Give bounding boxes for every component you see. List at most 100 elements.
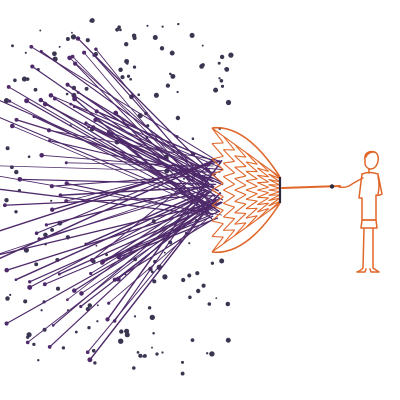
net-mesh-strand [222,149,236,162]
data-dot [217,61,221,65]
person-leg-left [356,227,367,273]
data-dot [155,352,159,356]
data-dot [177,22,180,26]
data-stream-endpoint [82,50,87,55]
data-dot [117,25,121,29]
data-dot [4,198,9,203]
net-mesh-strand [211,155,224,160]
net-outline [211,126,281,254]
data-stream-endpoint [105,317,110,322]
net-mesh-strand [234,155,247,167]
person-hair [365,151,375,158]
data-stream-endpoint [46,128,52,133]
data-stream-endpoint [89,271,93,276]
data-stream-line [115,112,211,214]
data-stream-endpoint [7,99,12,103]
net-mesh-strand [211,223,224,237]
data-dot [191,137,195,140]
data-stream-line [65,162,214,167]
data-dot [195,271,200,276]
data-dot [152,34,158,41]
net-mesh-strand [223,160,235,164]
net-mesh-strand [234,222,247,225]
data-dot [169,50,175,56]
data-stream-endpoint [44,223,49,227]
data-stream-endpoint [94,109,99,114]
data-stream-endpoint [51,324,55,327]
data-dot [206,352,209,355]
data-dot [187,273,192,278]
data-dot [176,90,179,94]
net-mesh-strand [234,166,247,168]
net-mesh-strand [257,182,269,188]
person-leg-right [369,227,380,273]
data-stream-line [59,185,215,196]
net-mesh-strand [245,185,258,191]
data-dot [14,210,18,214]
data-dot [11,44,14,48]
data-dot [52,51,57,57]
data-dot [180,371,185,376]
data-dot [119,329,124,334]
net-mesh-strand [234,222,247,237]
data-stream-line [102,193,207,263]
data-stream-endpoint [72,288,77,293]
data-dot [50,227,55,232]
data-dot [159,46,165,51]
data-dot [87,303,93,308]
data-dot [33,87,38,92]
net-mesh-strand [268,173,281,180]
data-stream-endpoint [48,93,54,98]
data-dot [115,27,119,32]
data-stream-endpoint [38,97,43,103]
data-stream-line [44,103,217,193]
net-mesh-strand [223,183,235,191]
data-stream-line [0,188,208,216]
net-mesh-strand [234,178,247,186]
data-stream-line [38,189,207,240]
data-dot [118,67,123,73]
data-stream-endpoint [27,284,33,290]
data-dot [218,77,221,80]
data-dot [165,83,171,88]
data-stream-line [41,154,223,170]
data-stream-line [11,125,213,212]
data-dot [124,332,130,338]
data-stream-endpoint [37,237,41,241]
net-mesh-strand [211,236,224,253]
net-mesh-strand [245,207,258,219]
net-mesh-strand [257,160,269,170]
net-mesh-strand [234,200,247,205]
net-mesh-strand [268,194,281,202]
data-stream-line [54,98,224,201]
data-stream-line [29,190,212,288]
data-stream-line [87,196,218,353]
data-stream-endpoint [39,153,44,158]
net-mesh-strand [222,135,236,151]
data-dot [70,31,73,34]
data-dot [162,274,168,280]
data-stream-line [6,201,223,271]
net-mesh-strand [223,216,235,220]
data-dot [96,304,99,307]
data-dot [228,52,234,58]
data-dot [70,34,77,40]
data-dot [219,79,224,83]
net-mesh-strand [245,180,258,187]
net-mesh-strand [257,189,269,194]
data-dot [61,346,66,350]
net-mesh-strand [256,167,270,178]
data-dot [220,84,225,88]
net-mesh-strand [234,203,247,214]
data-stream-line [108,216,210,304]
data-dot [146,24,149,27]
net-mesh-strand [245,161,258,165]
data-stream-line [95,110,217,163]
data-stream-line [31,65,207,188]
data-dot [50,199,53,202]
data-stream-line [0,161,211,232]
data-stream-endpoint [79,304,83,309]
net-mesh-strand [245,215,258,219]
person-arm-front [338,177,364,189]
